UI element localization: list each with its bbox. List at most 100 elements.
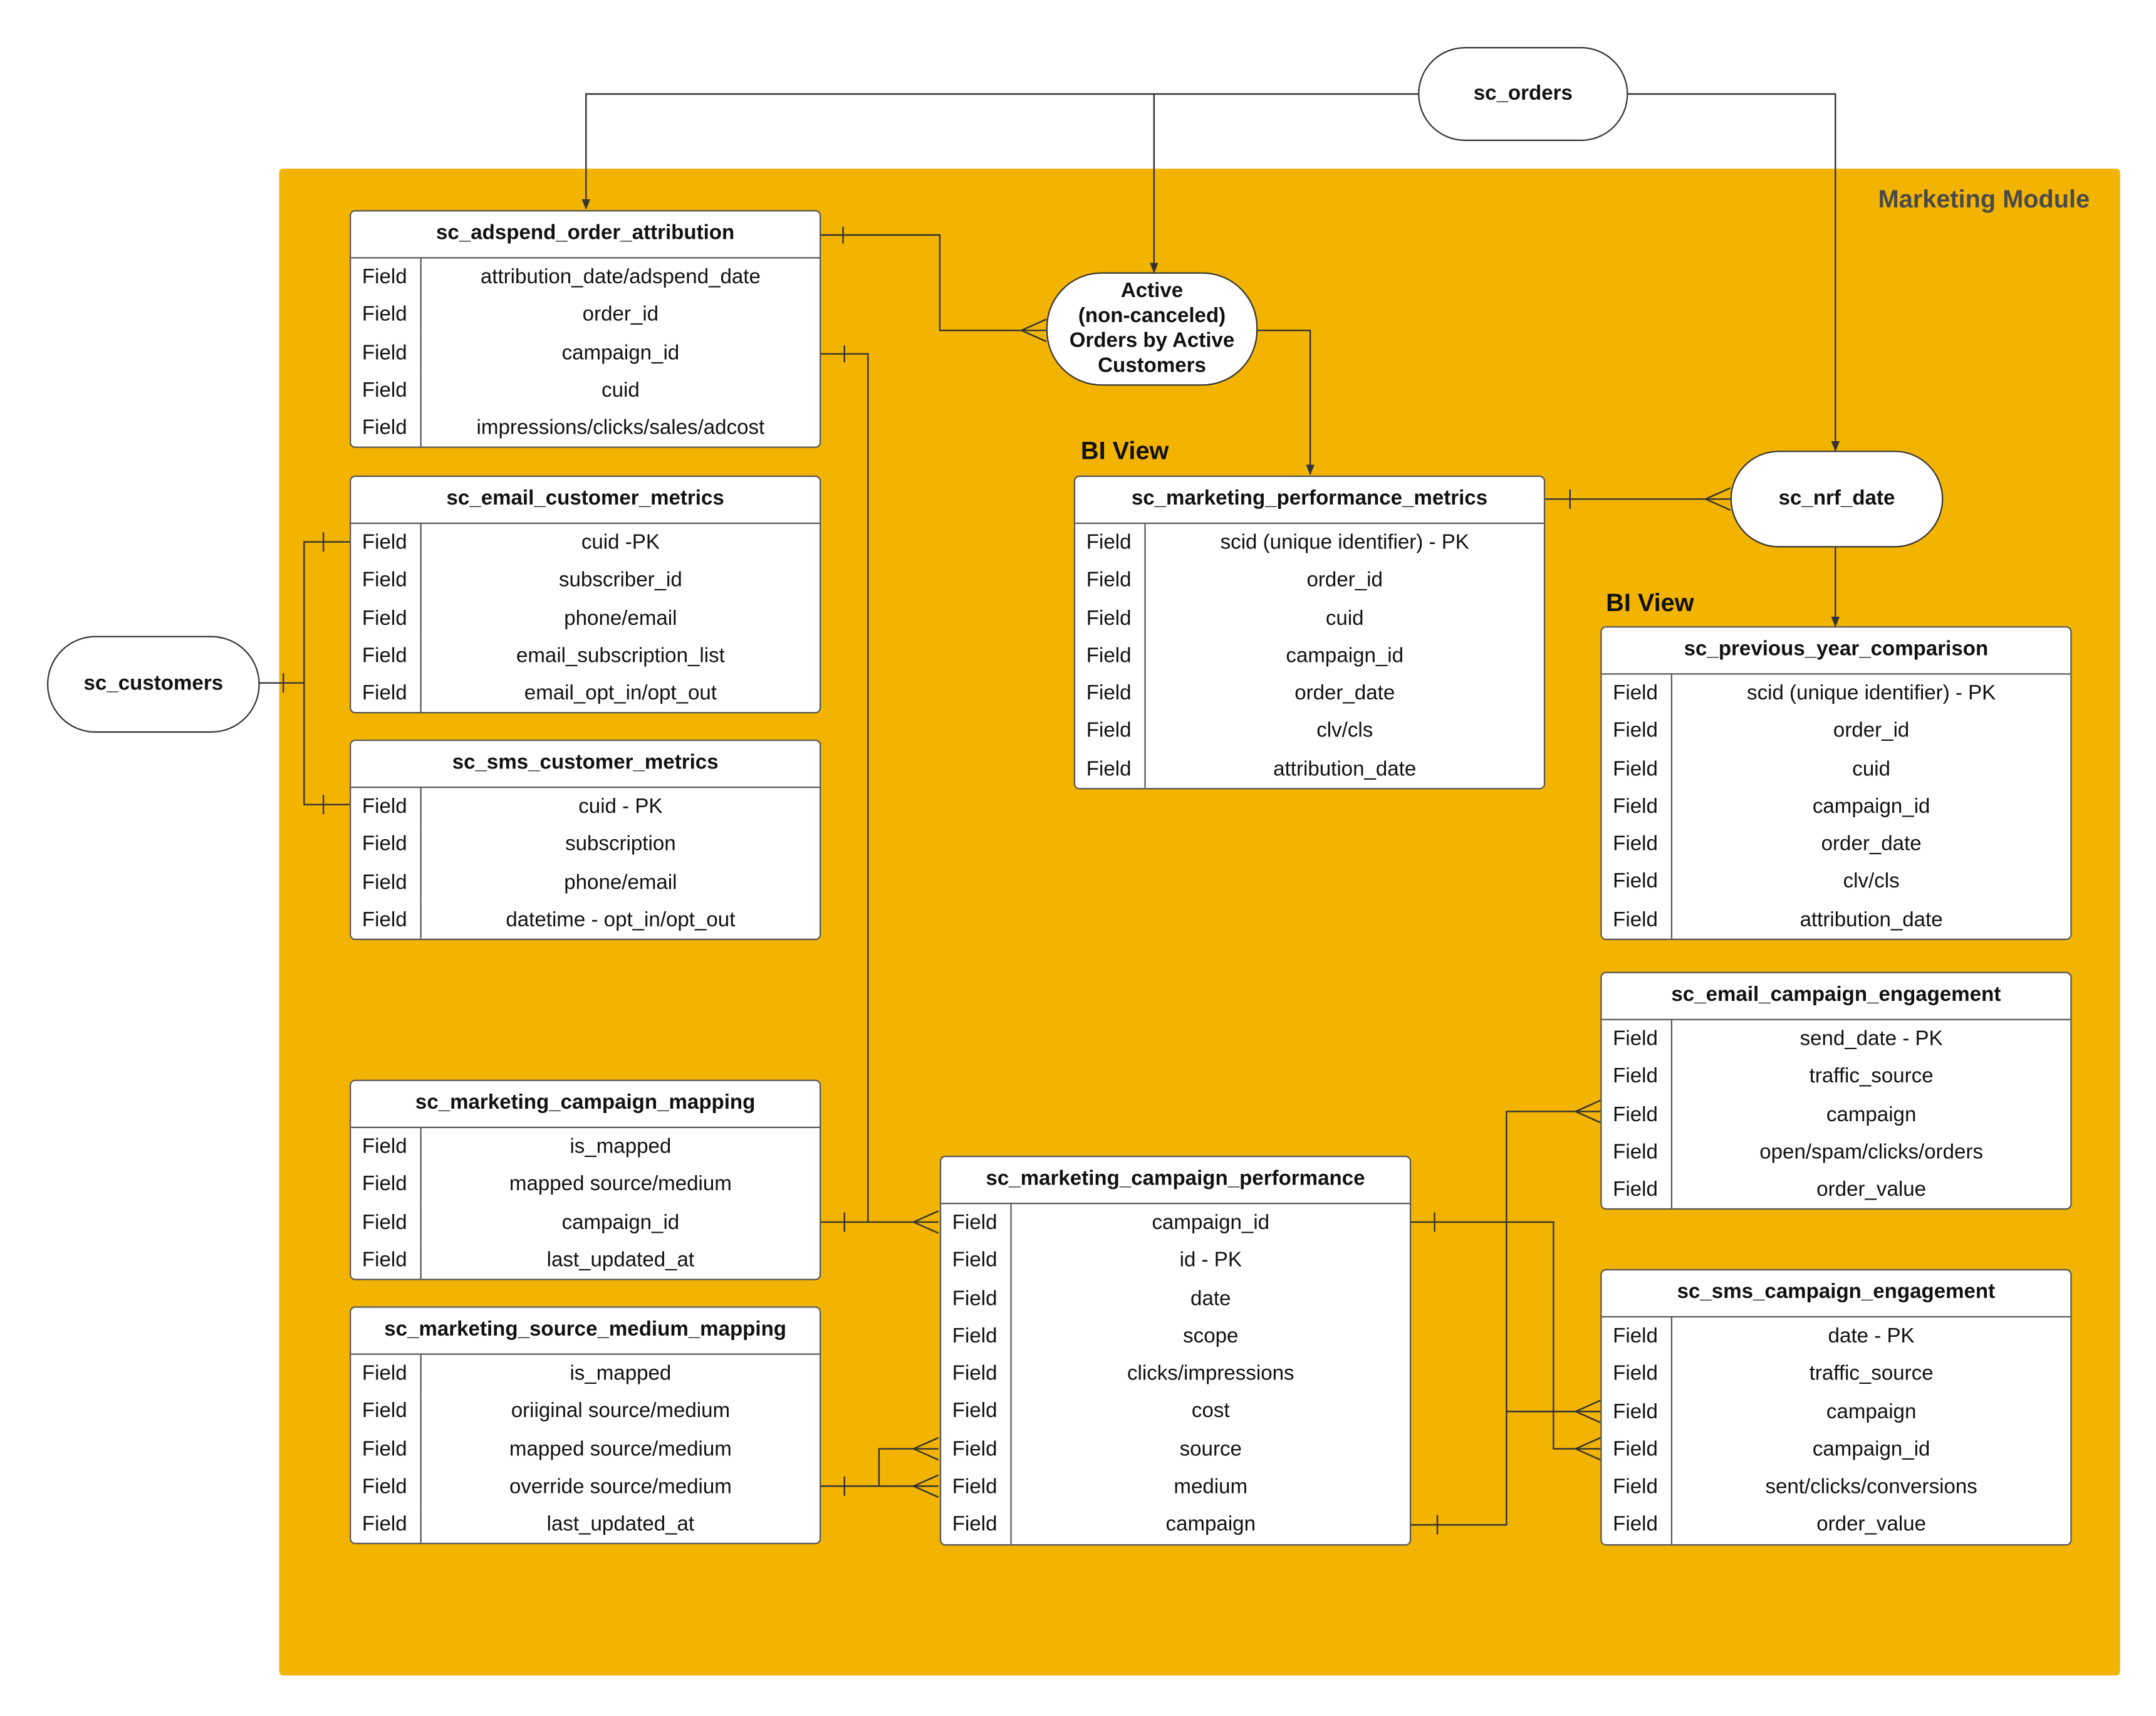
field-name: date <box>1190 1286 1231 1311</box>
field-name: campaign_id <box>561 1210 680 1234</box>
field-name: scid (unique identifier) - PK <box>1747 681 1996 705</box>
field-name: id - PK <box>1179 1248 1242 1272</box>
field-label: Field <box>351 788 422 826</box>
sc-nrf-date-entity[interactable]: sc_nrf_date <box>1730 451 1944 548</box>
active-orders-entity[interactable]: Active (non-canceled) Orders by Active C… <box>1046 272 1258 386</box>
field-name: sent/clicks/conversions <box>1765 1475 1977 1499</box>
field-name: order_date <box>1821 832 1922 856</box>
field-label: Field <box>1602 1355 1673 1393</box>
field-label: Field <box>351 409 422 447</box>
field-name: override source/medium <box>509 1475 732 1499</box>
table-row[interactable]: Field date <box>941 1279 1410 1317</box>
table-title: sc_previous_year_comparison <box>1601 627 2071 675</box>
field-name: phone/email <box>564 870 677 894</box>
table-row[interactable]: Field order_id <box>351 296 820 334</box>
field-label: Field <box>941 1204 1012 1242</box>
sc-customers-entity[interactable]: sc_customers <box>46 636 260 733</box>
sc-orders-entity[interactable]: sc_orders <box>1418 46 1628 141</box>
field-name: campaign_id <box>1152 1211 1270 1235</box>
field-label: Field <box>941 1355 1012 1393</box>
field-label: Field <box>351 825 422 864</box>
field-name: subscription <box>565 832 676 857</box>
field-label: Field <box>351 599 422 637</box>
field-name: date - PK <box>1828 1324 1915 1348</box>
field-label: Field <box>941 1505 1012 1544</box>
field-name: campaign_id <box>561 340 680 365</box>
table-row[interactable]: Field campaign_id <box>941 1204 1410 1242</box>
field-name: order_id <box>582 303 659 327</box>
field-label: Field <box>351 296 422 334</box>
field-label: Field <box>941 1279 1012 1317</box>
field-label: Field <box>351 674 422 713</box>
field-name: cuid - PK <box>578 795 663 819</box>
field-name: medium <box>1174 1475 1248 1499</box>
table-row[interactable]: Field subscription <box>351 825 820 864</box>
field-label: Field <box>351 901 422 939</box>
field-name: open/spam/clicks/orders <box>1759 1140 1984 1164</box>
table-row[interactable]: Field cuid - PK <box>351 788 820 826</box>
